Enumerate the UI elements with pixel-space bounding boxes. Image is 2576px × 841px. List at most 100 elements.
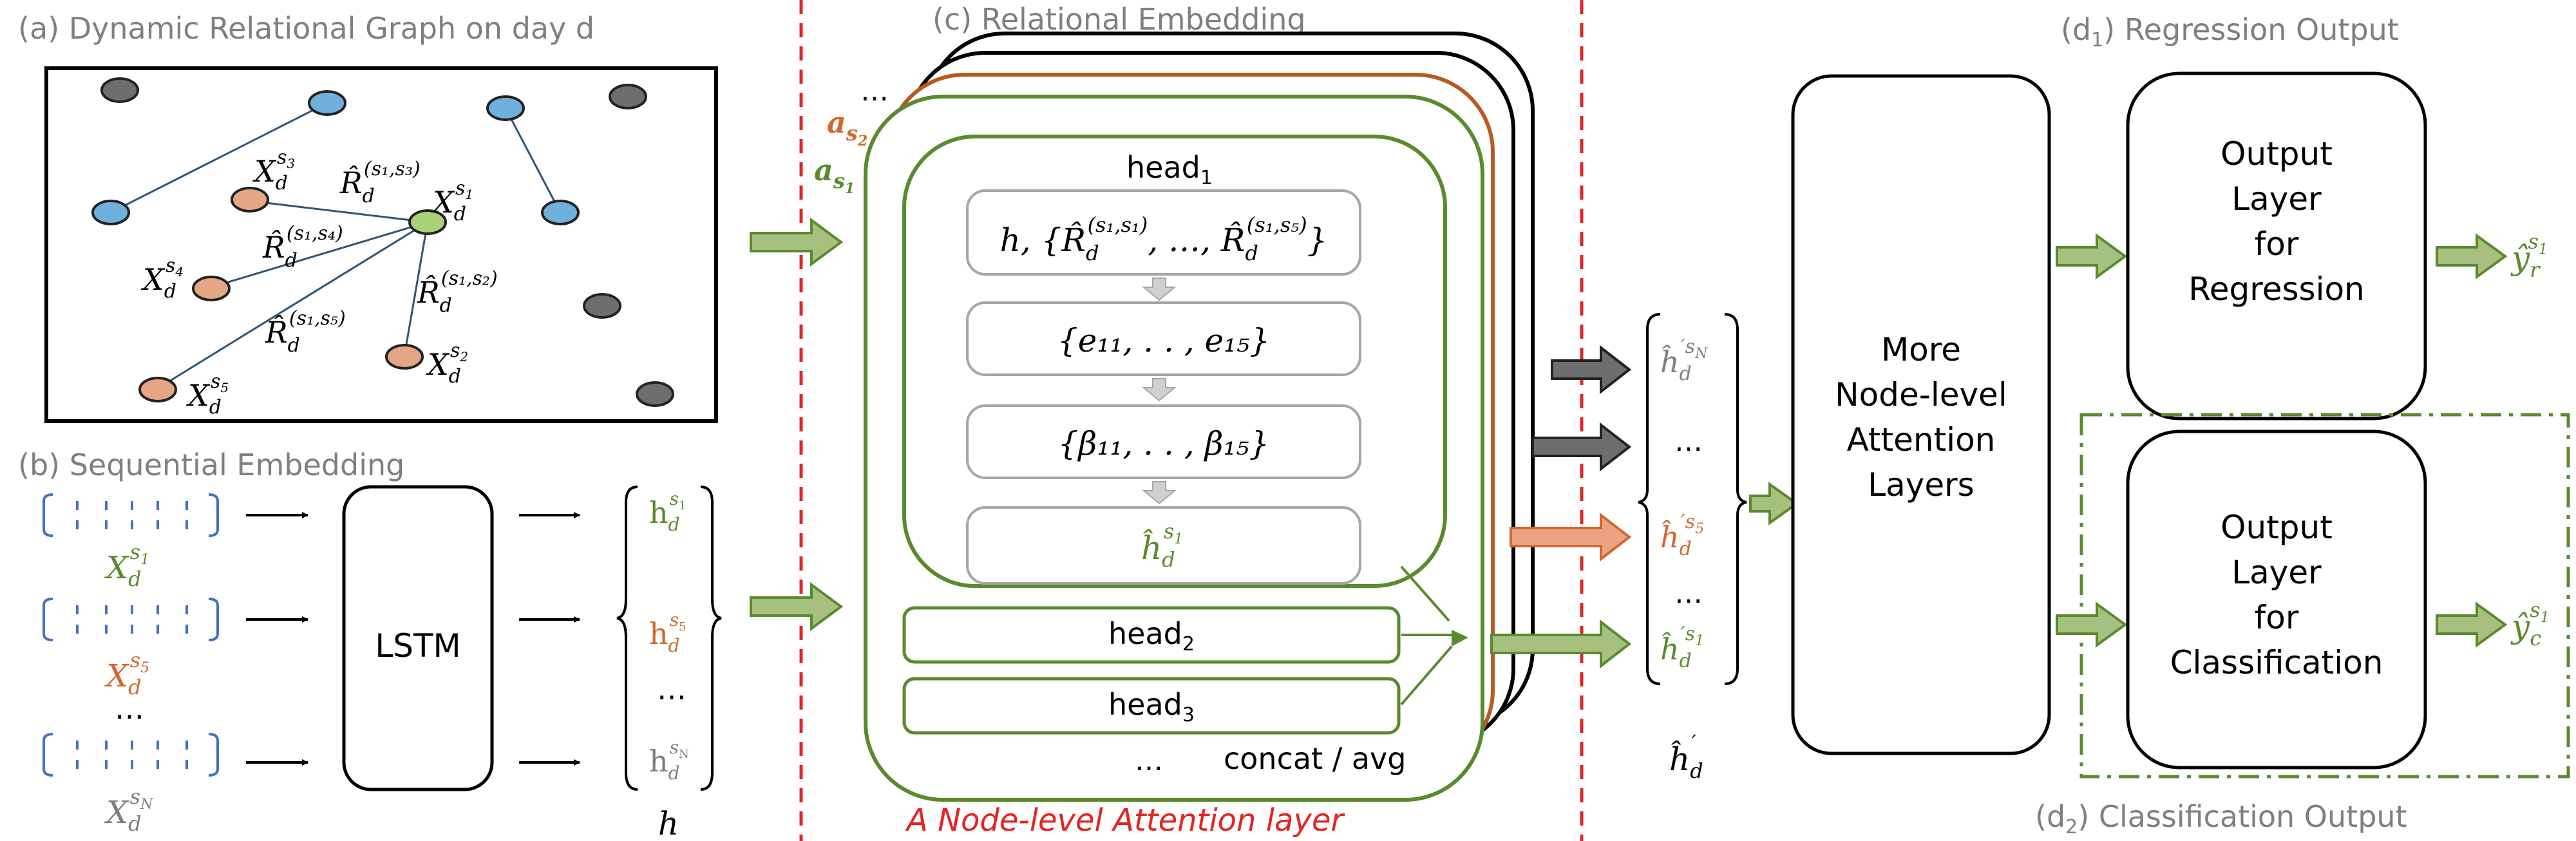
- h-prime-ellipsis-2: …: [1674, 577, 1703, 610]
- arrow-out-mid: [1531, 422, 1632, 472]
- panel-b-title: (b) Sequential Embedding: [18, 448, 404, 482]
- regression-output: ŷrs1: [2510, 229, 2548, 282]
- regression-box: [2126, 71, 2427, 421]
- panel-a-frame: [44, 66, 718, 423]
- node-level-attention-caption: A Node-level Attention layer: [905, 802, 1345, 838]
- h-prime-braces: [1638, 313, 1747, 685]
- node-label-s1: Xds1: [431, 177, 473, 225]
- edge-blue-2: [504, 108, 562, 213]
- step2-text: {e₁₁, . . , e₁₅}: [1057, 322, 1270, 359]
- d1-title: (d1) Regression Output: [2061, 12, 2399, 52]
- more-layers-line-2: Node-level: [1835, 376, 2007, 413]
- edge-label-r13: R̂d(s₁,s₃): [339, 158, 421, 207]
- step2-box: [966, 301, 1361, 376]
- regression-line-3: for: [2255, 225, 2299, 263]
- classification-box: [2126, 430, 2427, 770]
- a-s1-label: as1: [814, 153, 855, 197]
- arrow-out-sN: [1551, 345, 1632, 395]
- edge-s1-s2: [403, 222, 429, 356]
- step3-text: {β₁₁, . . , β₁₅}: [1058, 425, 1270, 462]
- node-gray: [100, 77, 139, 103]
- edge-s1-s3: [249, 200, 428, 223]
- node-label-s4: Xds4: [141, 254, 184, 303]
- more-layers-line-3: Attention: [1847, 421, 1996, 458]
- regression-line-2: Layer: [2231, 180, 2322, 218]
- input-label-s1: Xds1: [104, 540, 149, 591]
- input-vector-sN: [43, 733, 219, 777]
- classification-frame: [2079, 413, 2570, 779]
- more-layers-box: [1791, 74, 2051, 755]
- lstm-out-arrows: [519, 512, 580, 766]
- classification-line-3: for: [2255, 599, 2299, 636]
- bottom-ellipsis: …: [1135, 744, 1163, 777]
- more-layers-line-4: Layers: [1868, 466, 1974, 504]
- step-arrow-1: [1142, 278, 1177, 301]
- arrow-out-s1: [1490, 619, 1632, 669]
- head3-box: [902, 677, 1401, 735]
- arrow-to-more-layers: [1749, 482, 1799, 525]
- regression-line-1: Output: [2221, 135, 2333, 173]
- arrow-out-s5: [1510, 512, 1632, 562]
- node-blue: [486, 95, 525, 121]
- a-s2-label: as2: [827, 105, 867, 149]
- lstm-box: [342, 485, 494, 791]
- head1-label: head1: [1126, 150, 1213, 189]
- step1-text: h, {R̂d(s₁,s₁), …, R̂d(s₁,s₅)}: [1000, 213, 1328, 265]
- input-vector-s1: [43, 493, 219, 537]
- h-prime-s5: ĥd′s5: [1660, 511, 1704, 560]
- head2-box: [902, 606, 1401, 664]
- classification-line-1: Output: [2221, 509, 2333, 546]
- head2-label: head2: [1108, 616, 1195, 656]
- step-arrow-3: [1142, 481, 1177, 505]
- step4-text: ĥds1: [1141, 519, 1183, 572]
- node-gray: [609, 84, 647, 109]
- step1-box: [966, 189, 1361, 276]
- arrow-to-regression: [2056, 233, 2128, 279]
- arrow-seq-to-c: [750, 582, 844, 631]
- node-s2: [385, 344, 424, 370]
- arrow-classification-out: [2436, 601, 2508, 648]
- arrow-graph-to-c: [750, 218, 844, 267]
- node-s1: [408, 209, 447, 235]
- h-label: h: [658, 805, 679, 841]
- h-prime-s1: ĥd′s1: [1660, 623, 1704, 672]
- edge-label-r15: R̂d(s₁,s₅): [265, 307, 346, 357]
- d2-title: (d2) Classification Output: [2035, 799, 2407, 838]
- node-s3: [231, 187, 269, 213]
- h-prime-ellipsis-1: …: [1674, 425, 1703, 458]
- edge-label-r14: R̂d(s₁,s₄): [262, 222, 343, 272]
- graph-nodes: [91, 77, 674, 407]
- edge-blue-1: [110, 102, 328, 214]
- step-arrow-2: [1142, 378, 1177, 402]
- classification-line-2: Layer: [2231, 554, 2322, 591]
- node-label-s2: Xds2: [426, 339, 468, 388]
- classification-line-4: Classification: [2170, 644, 2383, 681]
- graph-edges: [110, 102, 562, 390]
- concat-avg-label: concat / avg: [1224, 741, 1406, 776]
- h-vector-braces: [616, 486, 722, 791]
- stack-ellipsis: …: [860, 75, 889, 108]
- node-blue: [541, 200, 580, 225]
- node-s4: [192, 276, 231, 301]
- node-s5: [138, 377, 177, 402]
- concat-arrows: [1400, 565, 1454, 706]
- node-label-s5: Xds5: [186, 370, 229, 419]
- panel-c-title: (c) Relational Embedding: [933, 2, 1306, 37]
- concat-arrow-head: [1452, 630, 1468, 647]
- input-ellipsis: …: [115, 691, 144, 726]
- input-label-s5: Xds5: [104, 648, 149, 699]
- edge-label-r12: R̂d(s₁,s₂): [417, 267, 498, 317]
- h-prime-label: ĥd′: [1669, 730, 1703, 783]
- h-output-sN: hdsN: [649, 737, 689, 784]
- arrow-to-classification: [2056, 601, 2128, 648]
- node-gray: [583, 293, 621, 319]
- node-label-s3: Xds3: [252, 146, 295, 194]
- arrow-regression-out: [2436, 233, 2508, 279]
- head3-label: head3: [1108, 687, 1195, 726]
- h-output-s5: hds5: [649, 609, 686, 656]
- h-output-ellipsis: …: [657, 672, 687, 706]
- classification-output: ŷcs1: [2510, 598, 2550, 650]
- lstm-label: LSTM: [375, 627, 460, 665]
- node-blue: [91, 200, 130, 225]
